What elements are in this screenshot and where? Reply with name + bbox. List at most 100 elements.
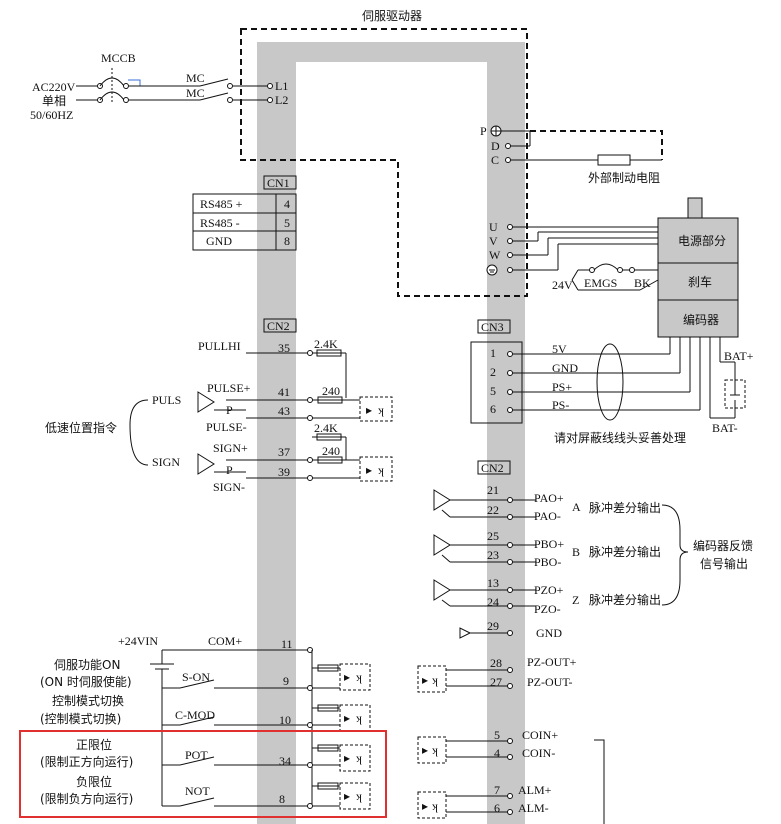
coin-output: ▸ʞ 5 4 COIN+ COIN- [417, 728, 558, 764]
svg-text:2: 2 [490, 365, 496, 379]
sign-plus-pin: 37 [278, 445, 290, 459]
pot-desc-line2: (限制正方向运行) [40, 754, 133, 769]
v24-label: +24VIN [118, 634, 158, 648]
r240-lower: 240 [322, 444, 340, 458]
brake-circuit: 24V EMGS BK [552, 263, 659, 292]
not-desc-line2: (限制负方向运行) [40, 791, 133, 806]
svg-text:5: 5 [490, 384, 496, 398]
svg-text:▸: ▸ [366, 403, 372, 417]
sign-driver-symbol [197, 453, 215, 475]
svg-text:22: 22 [487, 503, 499, 517]
son-desc-line2: (ON 时伺服使能) [40, 674, 132, 689]
cn2-left-label: CN2 [267, 319, 290, 333]
svg-text:28: 28 [490, 656, 502, 670]
shield-note: 请对屏蔽线线头妥善处理 [554, 430, 686, 445]
mod-pin: 10 [279, 713, 291, 727]
svg-text:29: 29 [487, 619, 499, 633]
cn2-right-label: CN2 [481, 461, 504, 475]
svg-text:4: 4 [284, 197, 290, 211]
svg-text:6: 6 [490, 402, 496, 416]
svg-text:PAO-: PAO- [534, 509, 561, 523]
svg-text:PBO+: PBO+ [534, 537, 564, 551]
encoder-output-b: 25 23 PBO+ PBO- B 脉冲差分输出 [433, 529, 661, 569]
svg-text:5V: 5V [552, 342, 567, 356]
alm-output: ▸ʞ 7 6 ALM+ ALM- [417, 783, 552, 819]
svg-text:A: A [572, 500, 581, 514]
not-desc-line1: 负限位 [76, 774, 112, 789]
com-label: COM+ [208, 634, 242, 648]
terminal-l1: L1 [275, 79, 288, 93]
supply-line3: 50/60HZ [30, 108, 73, 122]
svg-text:脉冲差分输出: 脉冲差分输出 [589, 592, 661, 607]
svg-text:8: 8 [284, 234, 290, 248]
r-pull-lower: 2.4K [314, 421, 338, 435]
mod-desc-line2: (控制模式切换) [40, 712, 121, 726]
svg-text:ALM+: ALM+ [518, 783, 552, 797]
mc-contactor: MC MC [186, 71, 273, 103]
not-label: NOT [185, 784, 210, 798]
svg-text:PZO+: PZO+ [534, 583, 564, 597]
supply-line2: 单相 [42, 94, 66, 108]
svg-text:5: 5 [494, 728, 500, 742]
svg-text:ʞ: ʞ [356, 670, 362, 684]
terminal-d: D [491, 139, 500, 153]
svg-text:4: 4 [494, 746, 500, 760]
svg-text:▸: ▸ [422, 743, 428, 757]
drive-dashed-outline [240, 28, 528, 297]
puls-driver-symbol [197, 391, 215, 413]
svg-text:▸: ▸ [366, 463, 372, 477]
svg-text:GND: GND [206, 234, 232, 248]
svg-text:GND: GND [552, 361, 578, 375]
svg-text:23: 23 [487, 548, 499, 562]
svg-text:ʞ: ʞ [378, 463, 384, 477]
svg-text:25: 25 [487, 529, 499, 543]
sign-plus-label: SIGN+ [213, 441, 248, 455]
cn1-label: CN1 [267, 176, 290, 190]
terminal-u: U [489, 220, 498, 234]
svg-text:MC: MC [186, 86, 205, 100]
mod-desc-line1: 控制模式切换 [52, 694, 124, 708]
svg-text:电源部分: 电源部分 [678, 233, 726, 248]
svg-text:BK: BK [634, 276, 651, 290]
battery: BAT+ BAT- [709, 337, 754, 435]
pot-pin: 34 [279, 754, 291, 768]
pulse-minus-label: PULSE- [206, 420, 247, 434]
brake-resistor-dashed [530, 130, 663, 160]
ground-icon [486, 264, 498, 276]
low-speed-label: 低速位置指令 [45, 420, 117, 435]
svg-text:5: 5 [284, 216, 290, 230]
mccb-label: MCCB [101, 51, 136, 65]
svg-text:ʞ: ʞ [432, 743, 438, 757]
r-pull-upper: 2.4K [314, 337, 338, 351]
svg-text:21: 21 [487, 483, 499, 497]
svg-text:PZO-: PZO- [534, 602, 561, 616]
pullhi-pin: 35 [278, 341, 290, 355]
mccb-breaker [76, 68, 200, 103]
optocoupler-not: ▸ʞ [339, 782, 371, 810]
svg-text:编码器: 编码器 [683, 312, 719, 327]
terminal-v: V [489, 234, 498, 248]
svg-text:▸: ▸ [344, 670, 350, 684]
svg-text:GND: GND [536, 626, 562, 640]
svg-text:24: 24 [487, 595, 499, 609]
svg-text:脉冲差分输出: 脉冲差分输出 [589, 544, 661, 559]
svg-text:1: 1 [490, 346, 496, 360]
son-pin: 9 [283, 674, 289, 688]
cn3-label: CN3 [481, 320, 504, 334]
svg-text:EMGS: EMGS [584, 276, 617, 290]
feedback-brace [661, 504, 689, 606]
pz-output: ▸ʞ 28 27 PZ-OUT+ PZ-OUT- [417, 655, 577, 693]
svg-text:刹车: 刹车 [688, 274, 712, 289]
svg-text:PBO-: PBO- [534, 555, 561, 569]
svg-text:ʞ: ʞ [432, 673, 438, 687]
svg-text:▸: ▸ [344, 711, 350, 725]
terminal-p: P [480, 124, 487, 138]
pot-label: POT [185, 748, 208, 762]
sign-minus-label: SIGN- [213, 480, 245, 494]
svg-text:PS+: PS+ [552, 380, 572, 394]
pulse-p-pin: 43 [278, 404, 290, 418]
not-pin: 8 [279, 792, 285, 806]
svg-text:ʞ: ʞ [356, 789, 362, 803]
